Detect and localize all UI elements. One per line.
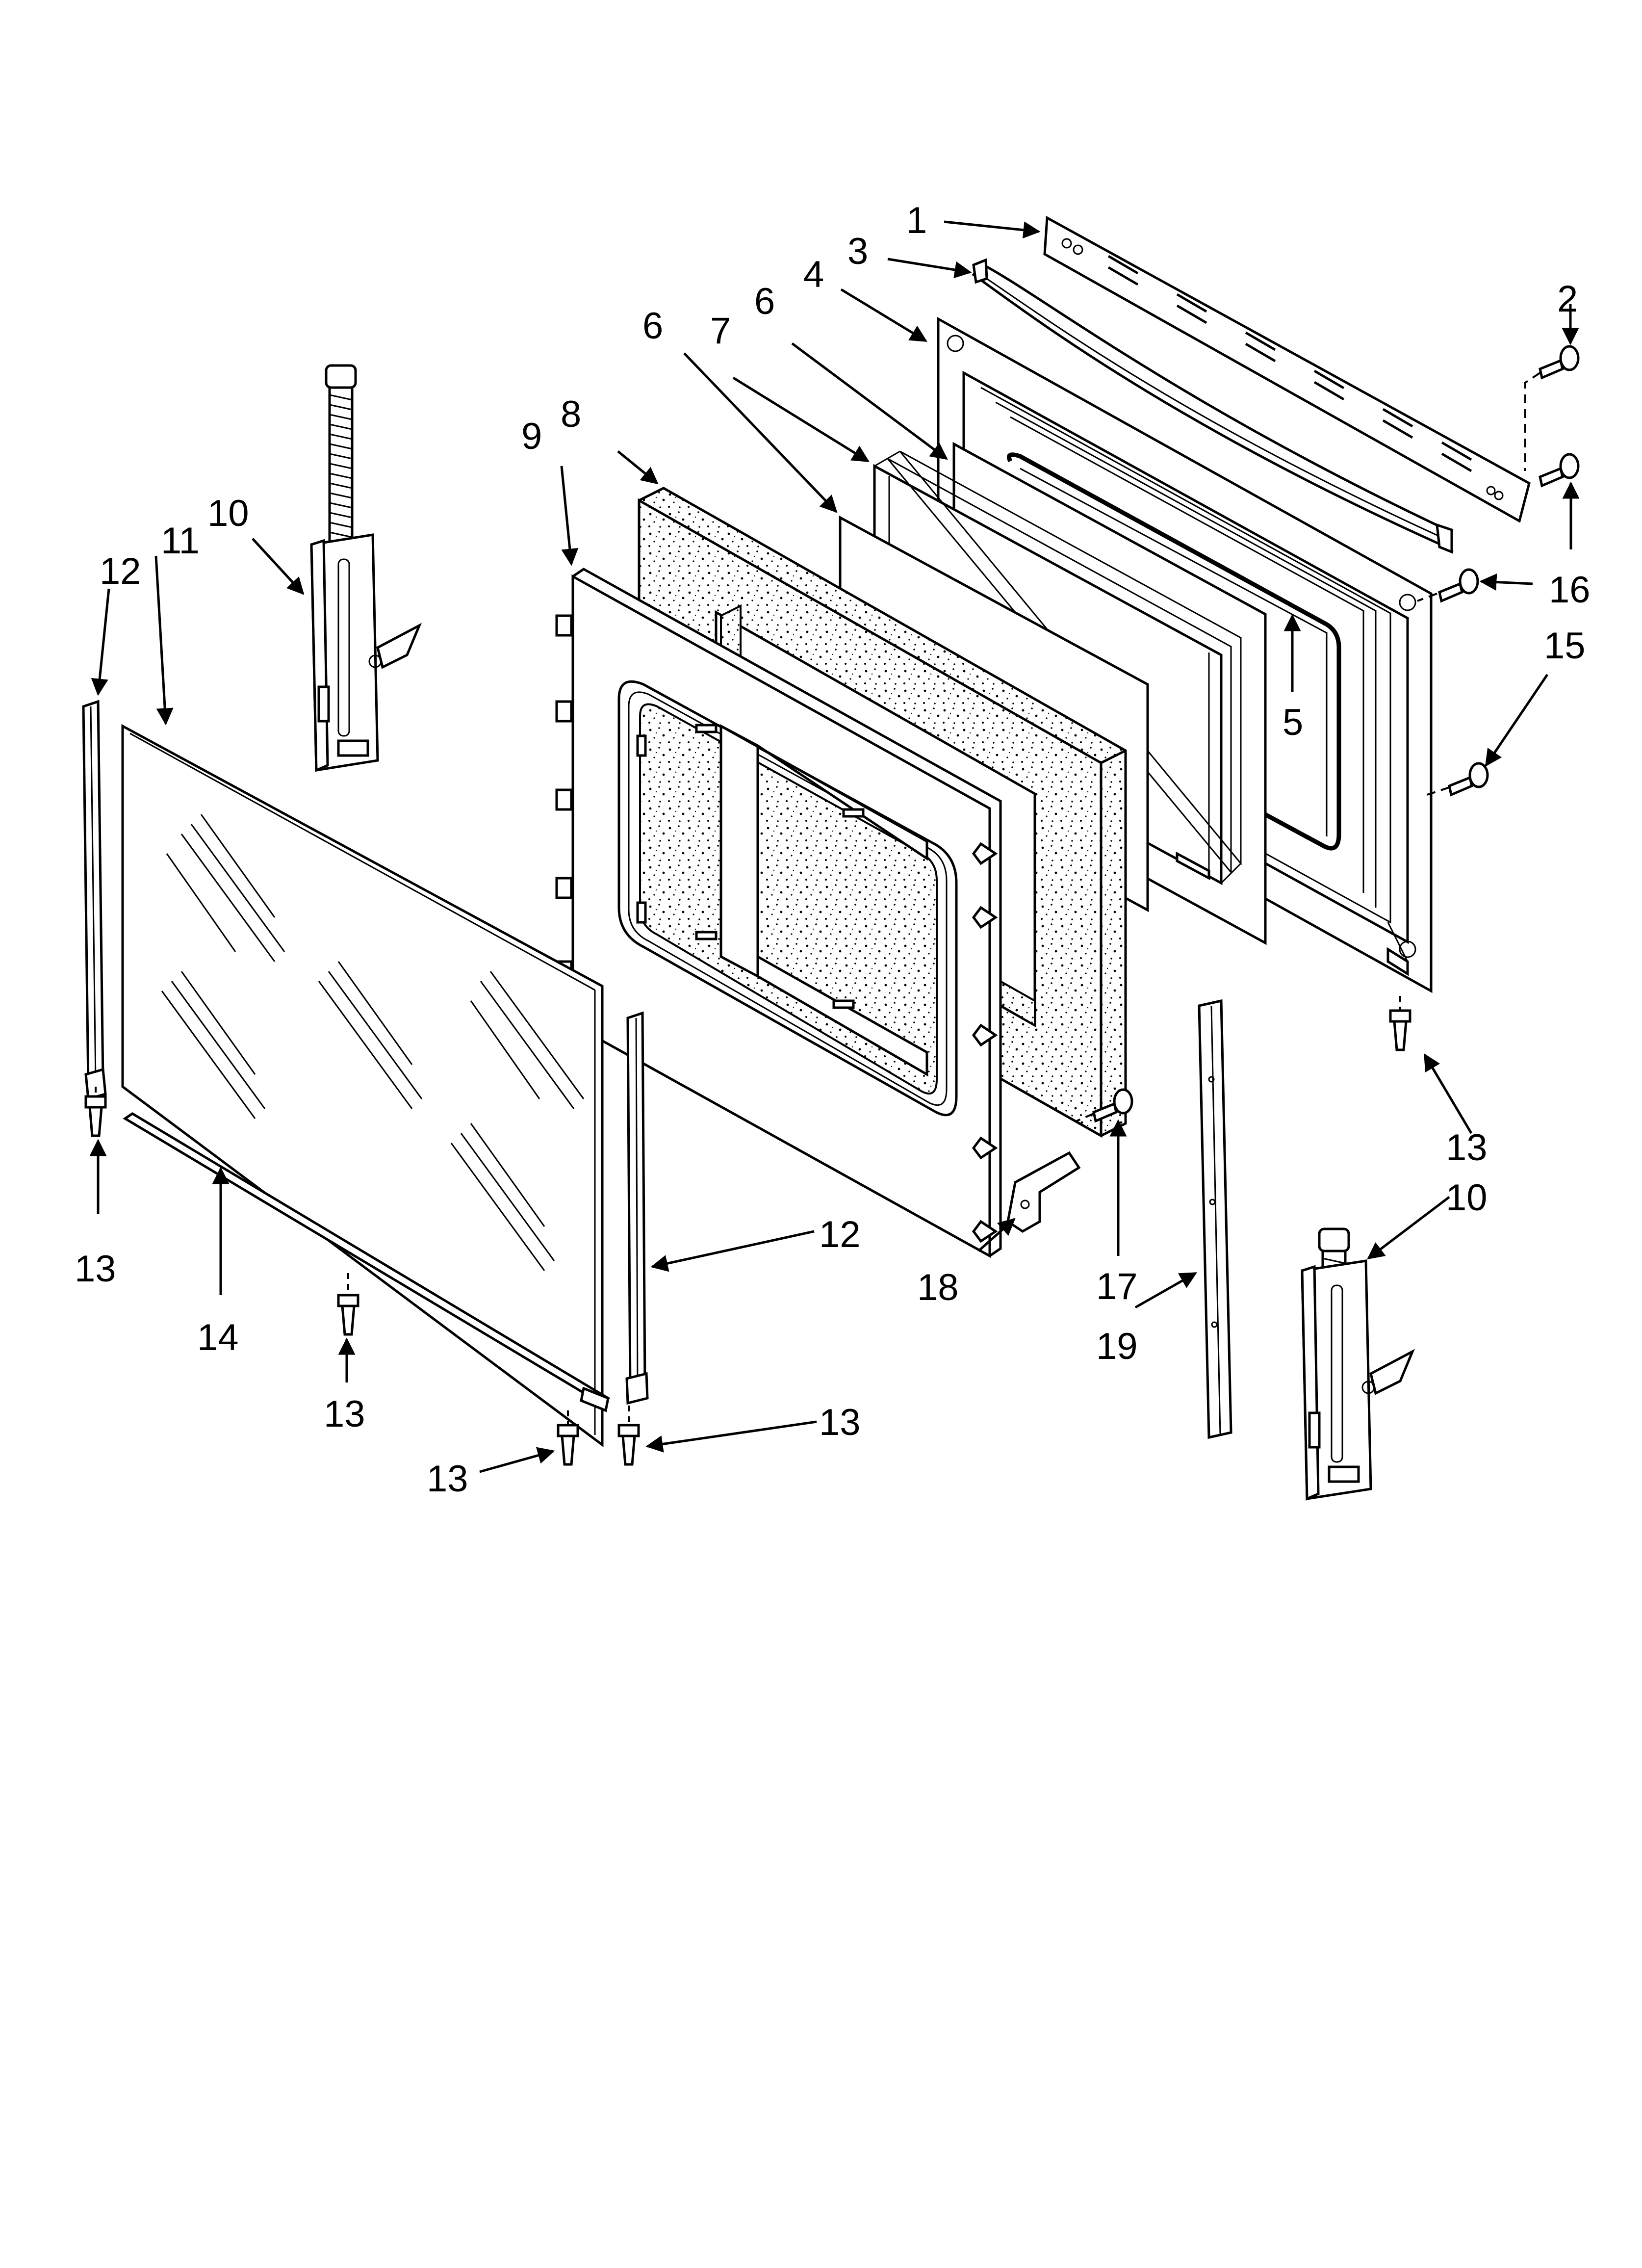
callout-18: 18 [917, 1267, 959, 1308]
callout-13-bottom-right: 13 [819, 1402, 861, 1443]
callout-9: 9 [521, 416, 542, 457]
part-10-hinge-left [310, 364, 422, 772]
alignment-lines [95, 372, 1541, 1424]
part-14-bottom-trim [123, 1112, 611, 1412]
screw-13-left [84, 1095, 107, 1137]
callout-labels: 1 3 4 6 7 6 8 9 2 16 15 5 10 11 12 13 10… [75, 200, 1591, 1500]
callout-16: 16 [1549, 569, 1591, 611]
part-5-door-gasket [1007, 452, 1341, 851]
callout-12-right: 12 [819, 1214, 861, 1255]
part-19-door-channel [1198, 999, 1232, 1439]
callout-3: 3 [847, 231, 868, 272]
callout-10-right: 10 [1446, 1177, 1488, 1219]
screw-13-bottom-mid [337, 1294, 359, 1336]
callout-19: 19 [1096, 1326, 1138, 1367]
glass-reflection [161, 814, 585, 1271]
part-1-vent-trim [1043, 215, 1531, 523]
callout-13-left: 13 [75, 1248, 116, 1290]
callout-7: 7 [710, 310, 731, 352]
screw-15 [1448, 762, 1489, 797]
part-18-bracket [1006, 1151, 1081, 1233]
screw-16 [1438, 568, 1479, 603]
part-12-left-side-trim [82, 700, 107, 1101]
callout-17: 17 [1096, 1266, 1138, 1307]
liner-clips [555, 614, 998, 1243]
screws [84, 345, 1580, 1466]
part-11-outer-door-glass [121, 724, 604, 1447]
callout-13-right: 13 [1446, 1127, 1488, 1169]
screw-13-bottom-a [557, 1424, 579, 1466]
callout-8: 8 [561, 393, 581, 435]
callout-12-left: 12 [100, 550, 141, 592]
part-9-inner-door-liner [555, 568, 1002, 1258]
callout-5: 5 [1283, 702, 1303, 743]
callout-10-left: 10 [207, 493, 249, 534]
callout-14: 14 [197, 1317, 239, 1358]
part-3-door-handle [972, 258, 1454, 554]
callout-1: 1 [906, 200, 927, 241]
callout-13-mid: 13 [324, 1393, 365, 1435]
screw-13-right [1389, 1009, 1411, 1051]
screw-2a [1539, 345, 1580, 380]
callout-6-rear: 6 [754, 281, 775, 322]
part-10-hinge-right [1301, 1227, 1415, 1501]
callout-4: 4 [803, 254, 824, 295]
callout-6-front: 6 [642, 305, 663, 347]
screw-13-bottom-b [617, 1424, 640, 1466]
hinge-spring [329, 394, 353, 538]
callout-15: 15 [1544, 625, 1586, 667]
screw-17 [1092, 1088, 1133, 1123]
screw-2b [1539, 453, 1580, 488]
callout-11: 11 [161, 520, 200, 562]
callout-13-bottom-left: 13 [427, 1458, 468, 1500]
vent-slots [1107, 255, 1472, 472]
leader-arrows [89, 220, 1580, 1473]
callout-2: 2 [1557, 278, 1578, 320]
part-12-right-side-trim [625, 1011, 649, 1405]
